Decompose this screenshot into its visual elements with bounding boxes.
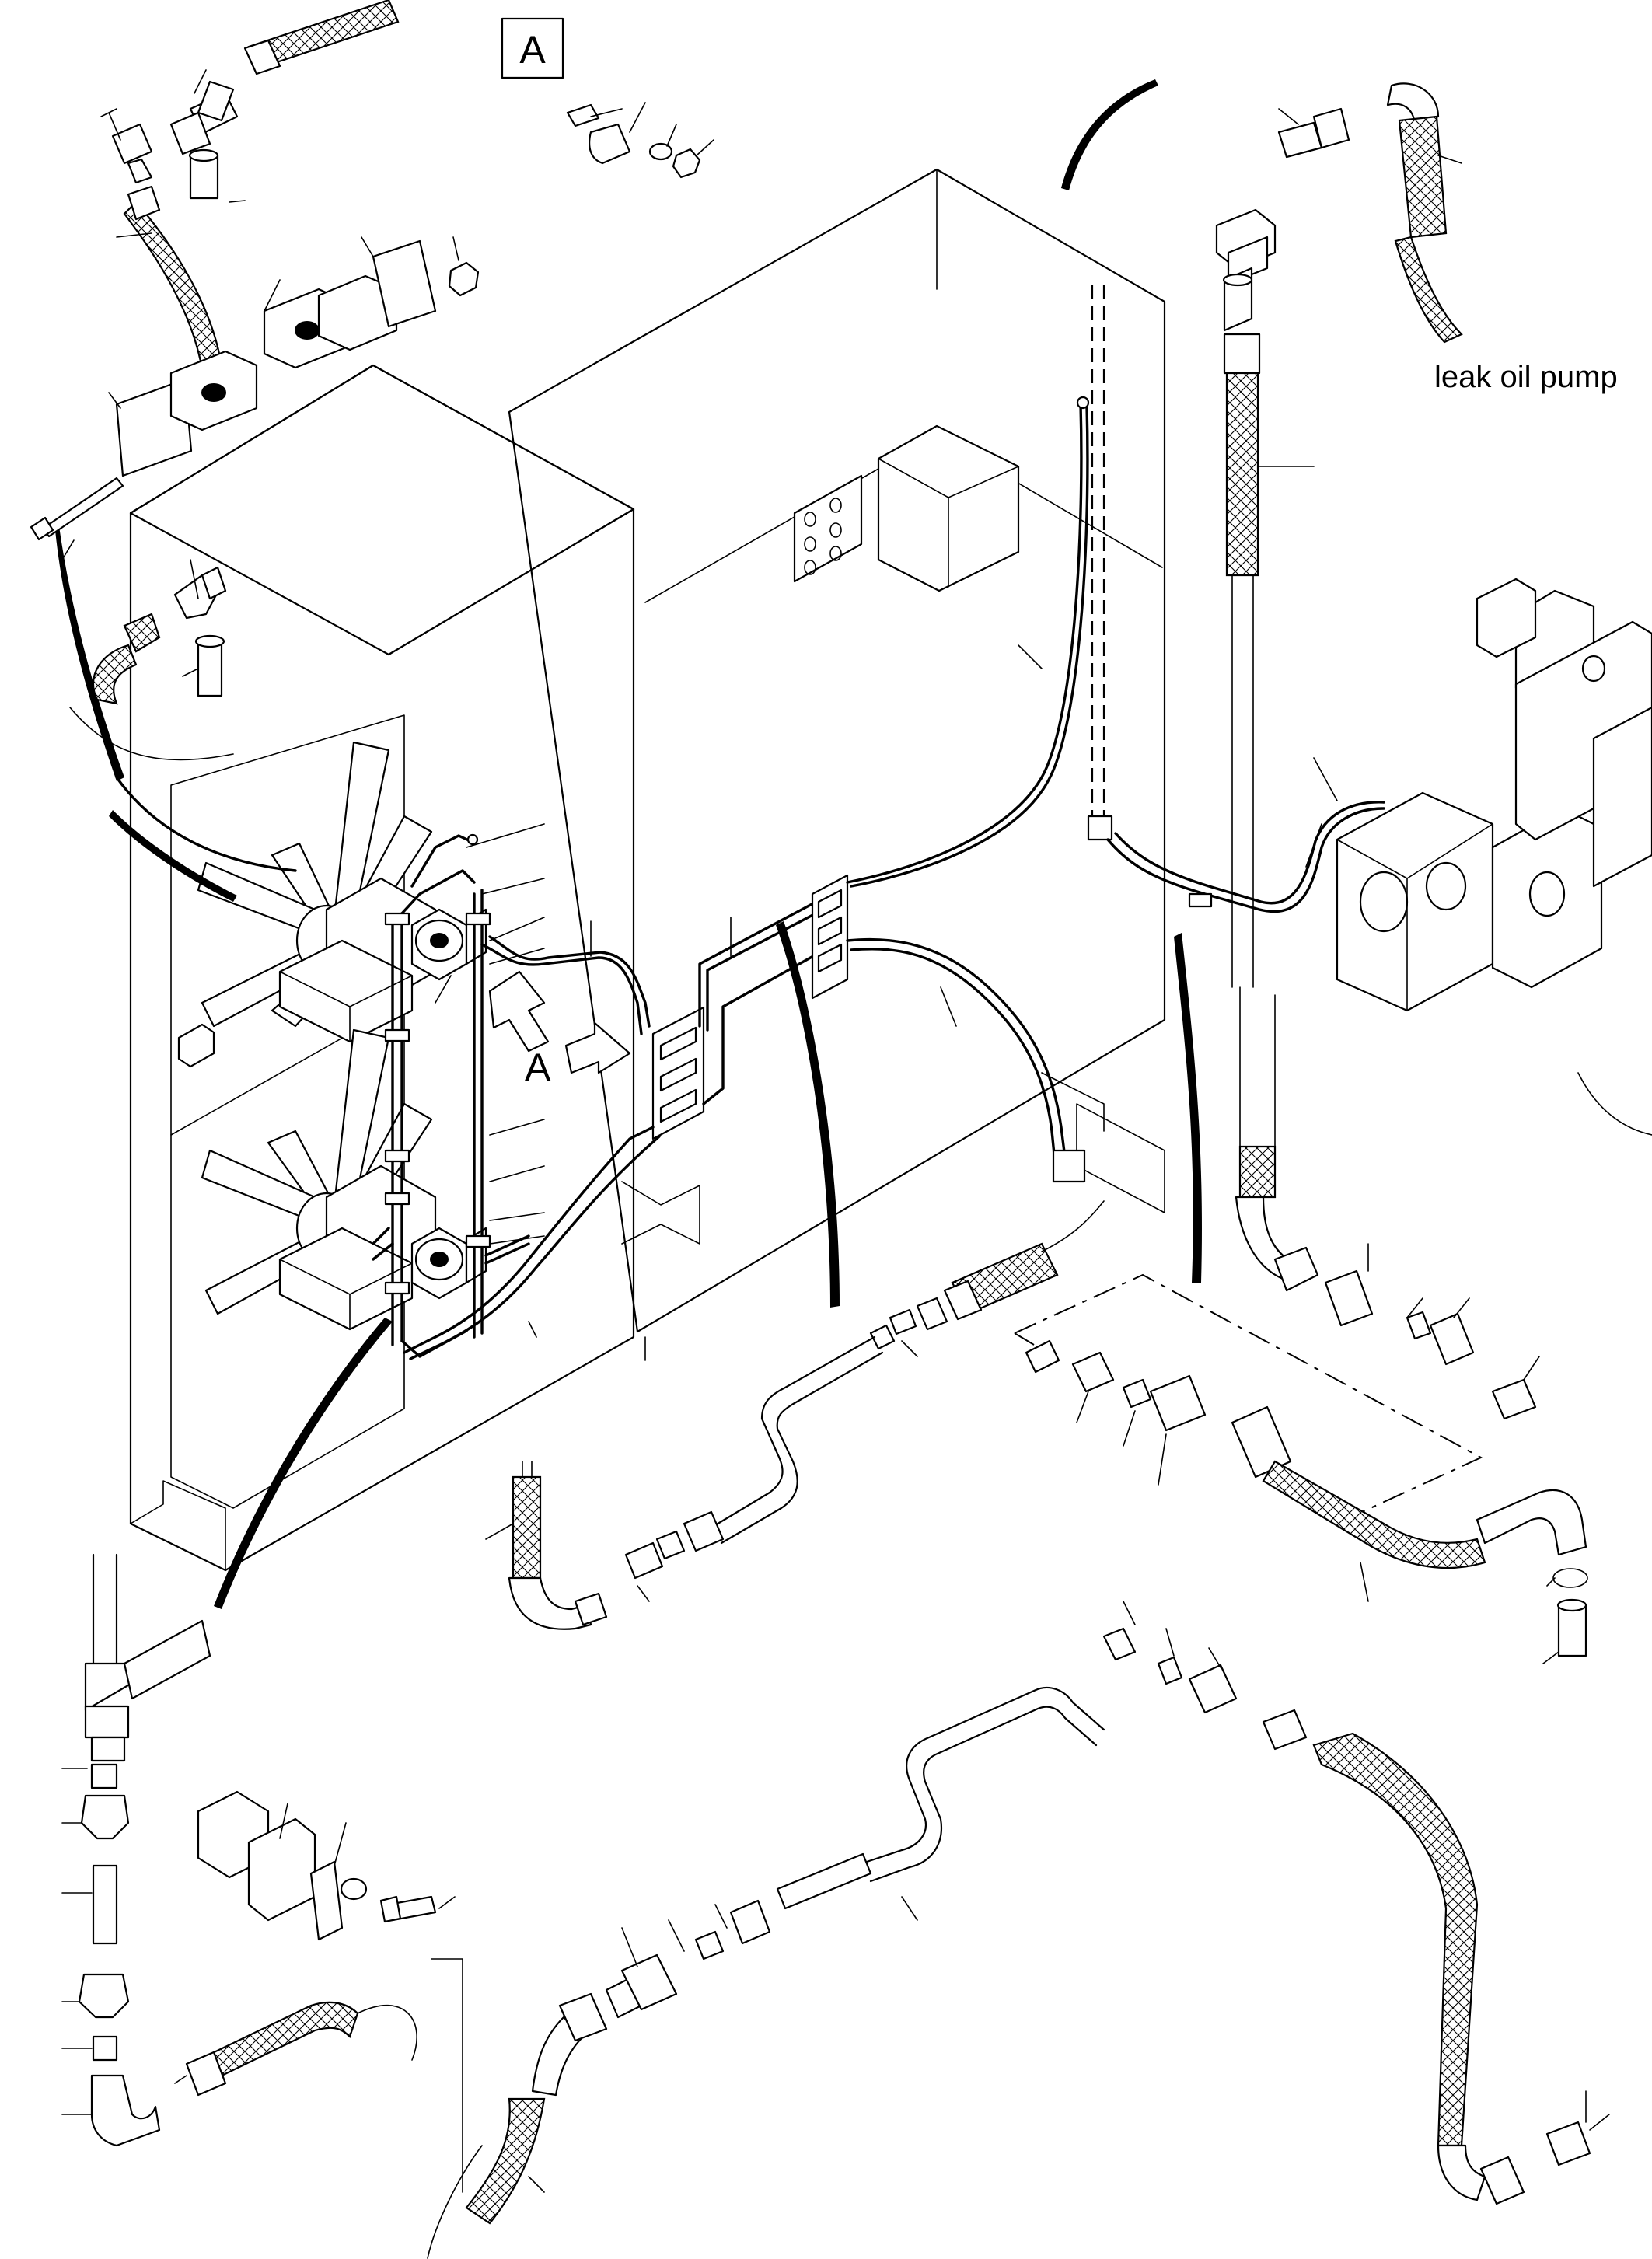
small-block (177, 1023, 215, 1068)
fan-motor-upper (410, 908, 487, 981)
bottom-bent-tube (865, 1601, 1308, 1921)
motor-frame-tubes (372, 833, 491, 1358)
clip-a-detail (566, 102, 714, 179)
bottom-hose-left (174, 2001, 417, 2097)
tee-fitting-right (1215, 208, 1277, 332)
bottom-center-hose (427, 1852, 872, 2259)
view-tag-a: A (501, 17, 564, 79)
callout-leaders (435, 644, 1322, 1361)
bottom-right-hose (1312, 1732, 1610, 2205)
reservoir-block (877, 424, 1020, 592)
arrow-a-label: A (525, 1046, 551, 1089)
long-vertical-hose-right (1223, 333, 1315, 988)
right-upper-elbow-hose (1235, 986, 1540, 1420)
bottom-left-tee (61, 1553, 211, 2147)
view-tag-a-label: A (519, 28, 546, 72)
view-a-arrows: A (488, 970, 631, 1089)
left-middle-fittings (69, 559, 234, 761)
fan-motor-lower (410, 1227, 487, 1300)
upper-right-fittings: leak oil pump (1277, 82, 1618, 394)
hole-plate (793, 474, 863, 583)
clamp-set-lower (197, 1790, 463, 2193)
clamp-set-upper (30, 236, 480, 560)
detail-group-box (1014, 1273, 1483, 1521)
top-left-fittings (100, 0, 400, 371)
upper-return-line (485, 1200, 1105, 1630)
right-hose-group (1025, 1339, 1588, 1664)
leak-oil-pump-label: leak oil pump (1434, 360, 1618, 394)
upper-fan (197, 741, 437, 1043)
hydraulic-pump (1313, 578, 1652, 1136)
hose-network (54, 79, 1385, 1609)
